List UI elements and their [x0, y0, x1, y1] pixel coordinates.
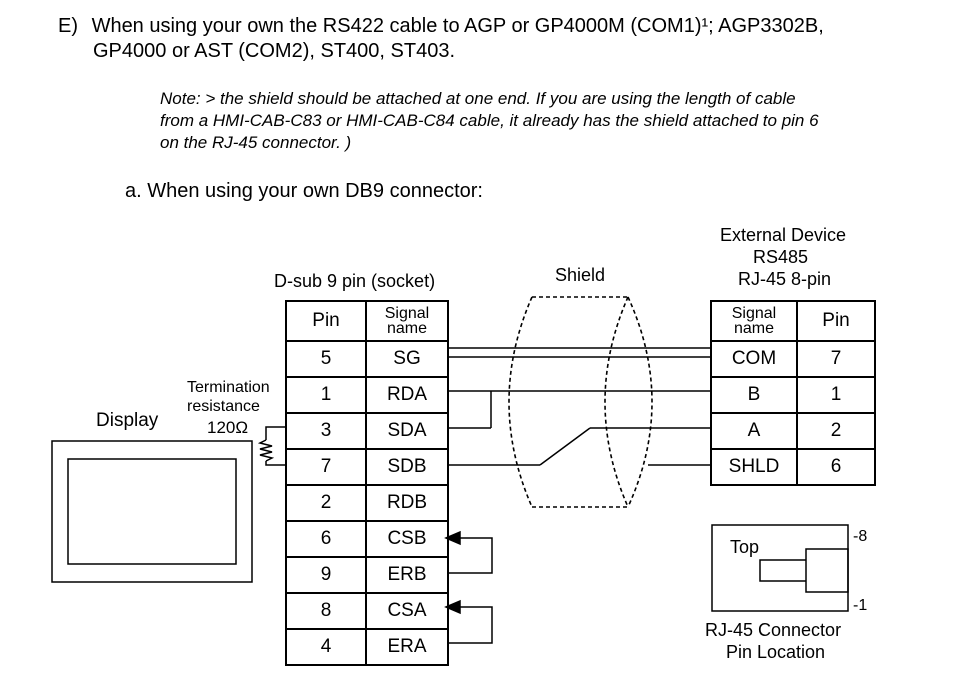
dsub-signal: SG: [365, 340, 449, 378]
heading-line-1: When using your own the RS422 cable to A…: [91, 15, 824, 37]
note-line-2: from a HMI-CAB-C83 or HMI-CAB-C84 cable,…: [160, 111, 819, 130]
dsub-pin: 5: [285, 340, 367, 378]
shield-ellipse: [508, 296, 653, 508]
inset-caption-1: RJ-45 Connector: [705, 620, 842, 640]
table-row: SHLD 6: [710, 448, 876, 486]
rj45-pin: 7: [796, 340, 876, 378]
dsub-signal: RDA: [365, 376, 449, 414]
dsub-signal: CSB: [365, 520, 449, 558]
dsub-pin: 8: [285, 592, 367, 630]
dsub-signal: RDB: [365, 484, 449, 522]
table-row: B 1: [710, 376, 876, 414]
table-row: 4 ERA: [285, 628, 449, 666]
table-row: 1 RDA: [285, 376, 449, 414]
note-line-1: Note: > the shield should be attached at…: [160, 89, 796, 108]
rj45-signal: A: [710, 412, 798, 450]
table-row: A 2: [710, 412, 876, 450]
note-line-3: on the RJ-45 connector. ): [160, 133, 352, 152]
inset-pin-high: -8: [853, 528, 868, 545]
inset-pin-low: -1: [853, 597, 868, 614]
rj45-pin: 1: [796, 376, 876, 414]
shield-label: Shield: [555, 265, 606, 285]
table-row: 2 RDB: [285, 484, 449, 522]
dsub-signal: SDA: [365, 412, 449, 450]
heading-line-2: GP4000 or AST (COM2), ST400, ST403.: [93, 40, 456, 62]
table-row: 8 CSA: [285, 592, 449, 630]
termination-label-2: resistance: [187, 398, 260, 415]
signal-wires: [448, 347, 712, 466]
dsub-signal: SDB: [365, 448, 449, 486]
rj45-signal: B: [710, 376, 798, 414]
dsub-pin: 6: [285, 520, 367, 558]
dsub-header-pin: Pin: [285, 300, 367, 342]
table-row: 5 SG: [285, 340, 449, 378]
heading-prefix: E): [58, 15, 78, 37]
section-heading: E) When using your own the RS422 cable t…: [58, 14, 824, 64]
termination-label-1: Termination: [187, 379, 270, 396]
inset-top-label: Top: [730, 537, 760, 557]
termination-resistor-icon: [257, 426, 285, 466]
dsub-pin: 2: [285, 484, 367, 522]
dsub-connector-title: D-sub 9 pin (socket): [274, 271, 436, 291]
rj45-pin: 6: [796, 448, 876, 486]
rj45-signal: COM: [710, 340, 798, 378]
termination-value: 120Ω: [207, 418, 249, 437]
dsub-pin: 1: [285, 376, 367, 414]
dsub-pin: 7: [285, 448, 367, 486]
note-block: Note: > the shield should be attached at…: [160, 88, 819, 154]
table-row: 9 ERB: [285, 556, 449, 594]
table-row: COM 7: [710, 340, 876, 378]
dsub-signal: ERA: [365, 628, 449, 666]
table-row: 6 CSB: [285, 520, 449, 558]
inset-caption-2: Pin Location: [726, 642, 826, 662]
display-monitor-icon: [51, 440, 253, 583]
rj45-pin-location-icon: [711, 524, 849, 612]
display-label: Display: [96, 410, 159, 431]
rj45-signal: SHLD: [710, 448, 798, 486]
dsub-pin: 4: [285, 628, 367, 666]
dsub-pin: 9: [285, 556, 367, 594]
dsub-pin: 3: [285, 412, 367, 450]
rj45-header-pin: Pin: [796, 300, 876, 342]
external-device-title-1: External Device: [720, 225, 847, 245]
external-device-title-3: RJ-45 8-pin: [738, 269, 832, 289]
external-device-title-2: RS485: [753, 247, 809, 267]
table-row: 3 SDA: [285, 412, 449, 450]
dsub-signal: CSA: [365, 592, 449, 630]
subheading: a. When using your own DB9 connector:: [125, 180, 483, 202]
dsub-signal: ERB: [365, 556, 449, 594]
loopback-wires: [444, 530, 493, 644]
table-row: 7 SDB: [285, 448, 449, 486]
rj45-pin: 2: [796, 412, 876, 450]
